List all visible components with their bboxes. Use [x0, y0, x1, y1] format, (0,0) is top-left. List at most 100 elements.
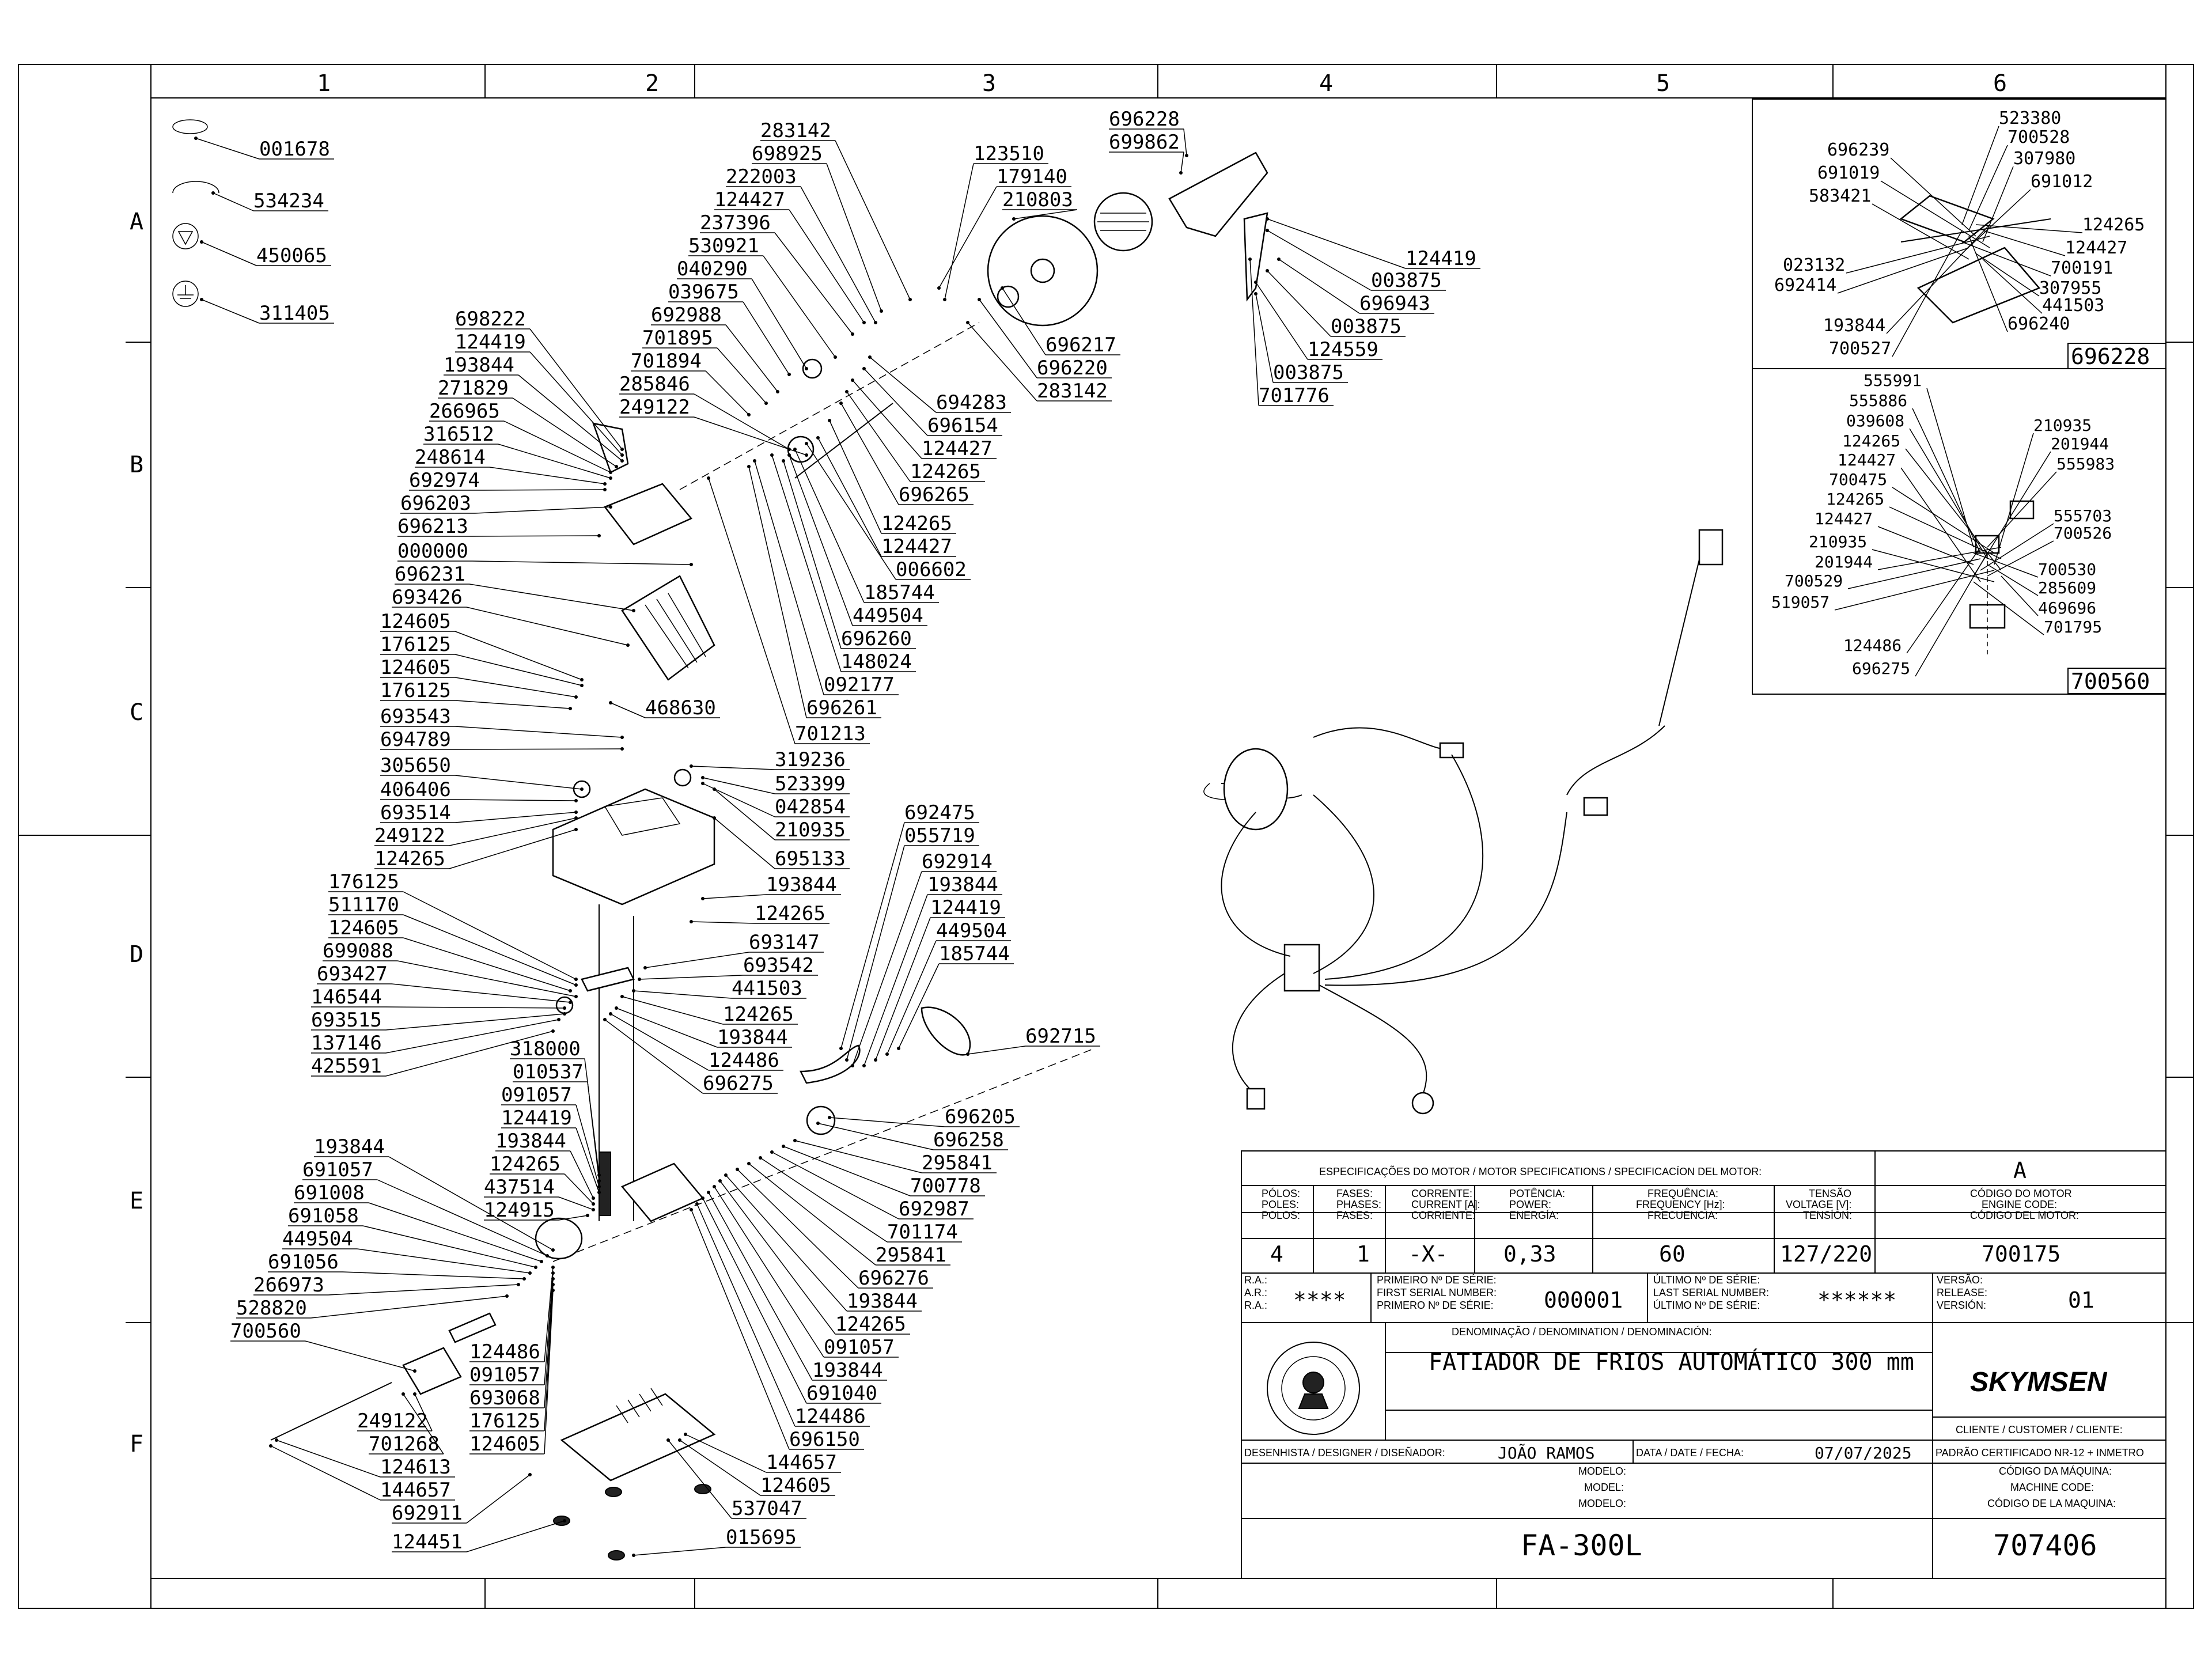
callout-124265f: 124265: [490, 1153, 560, 1176]
callout-222003: 222003: [726, 165, 797, 188]
callout-124559: 124559: [1308, 338, 1378, 361]
callout-237396: 237396: [700, 211, 771, 234]
callout-124265g: 124265: [835, 1313, 906, 1336]
callout-701894: 701894: [631, 350, 702, 373]
engine-code: 700175: [1982, 1241, 2061, 1267]
callout-696205: 696205: [945, 1105, 1016, 1128]
side-guard: [1243, 212, 1268, 302]
detail-callout: 696240: [2008, 314, 2070, 334]
detail-callout: 700528: [2008, 127, 2070, 147]
svg-text:VERSIÓN:: VERSIÓN:: [1937, 1299, 1986, 1311]
detail-callout: 210935: [1809, 532, 1867, 551]
svg-text:R.A.:: R.A.:: [1244, 1274, 1267, 1286]
svg-text:ENGINE CODE:: ENGINE CODE:: [1982, 1199, 2057, 1210]
callout-696150: 696150: [789, 1428, 860, 1451]
detail-700560-title: 700560: [2071, 669, 2150, 694]
callout-124605b: 124605: [380, 656, 451, 679]
svg-text:FIRST SERIAL NUMBER:: FIRST SERIAL NUMBER:: [1377, 1287, 1497, 1298]
callout-176125d: 176125: [469, 1410, 540, 1433]
detail-callout: 692414: [1774, 275, 1836, 296]
svg-text:RELEASE:: RELEASE:: [1937, 1287, 1987, 1298]
callout-124486b: 124486: [795, 1405, 866, 1428]
detail-callout: 124265: [1826, 490, 1884, 509]
callout-124613: 124613: [380, 1456, 451, 1479]
svg-text:TENSÃO: TENSÃO: [1809, 1187, 1851, 1199]
callout-266973: 266973: [253, 1274, 324, 1297]
callout-696231: 696231: [395, 563, 465, 586]
svg-text:ENERGÍA:: ENERGÍA:: [1509, 1210, 1559, 1221]
detail-callout: 307955: [2039, 278, 2101, 298]
callout-537047: 537047: [732, 1497, 802, 1520]
detail-callout: 039608: [1846, 411, 1904, 430]
callout-523399: 523399: [775, 772, 846, 796]
callout-696203: 696203: [400, 492, 471, 515]
svg-text:PRIMEIRO Nº DE SÉRIE:: PRIMEIRO Nº DE SÉRIE:: [1377, 1274, 1497, 1286]
detail-callout: 555886: [1849, 391, 1907, 410]
callout-091057a: 091057: [501, 1084, 572, 1107]
detail-callout: 124265: [2082, 215, 2145, 235]
drive-belt: [799, 1044, 861, 1084]
motor-body: [535, 1217, 583, 1260]
svg-text:ÚLTIMO Nº DE SÉRIE:: ÚLTIMO Nº DE SÉRIE:: [1653, 1299, 1760, 1311]
detail-callout: 307980: [2013, 149, 2075, 169]
voltage-warning-icon: [172, 223, 199, 249]
callout-193844d: 193844: [927, 873, 998, 896]
detail-callout: 441503: [2042, 296, 2104, 316]
callout-696220: 696220: [1037, 357, 1108, 380]
wiring-harness: [1203, 529, 1724, 1115]
callout-318000: 318000: [510, 1037, 581, 1060]
callout-691040: 691040: [806, 1382, 877, 1405]
callout-694283: 694283: [936, 391, 1007, 414]
callout-468630: 468630: [645, 696, 716, 719]
detail-callout: 555991: [1863, 371, 1922, 390]
callout-124605a: 124605: [380, 610, 451, 633]
callout-283142a: 283142: [760, 119, 831, 142]
release-number: 01: [2068, 1287, 2094, 1313]
motor-frequency: 60: [1659, 1241, 1685, 1267]
svg-text:LAST SERIAL NUMBER:: LAST SERIAL NUMBER:: [1653, 1287, 1769, 1298]
callout-696943: 696943: [1359, 292, 1430, 315]
callout-271829: 271829: [438, 377, 509, 400]
callout-316512: 316512: [423, 423, 494, 446]
svg-text:PHASES:: PHASES:: [1336, 1199, 1381, 1210]
detail-callout: 700191: [2051, 258, 2113, 278]
svg-text:CURRENT [A]:: CURRENT [A]:: [1411, 1199, 1480, 1210]
row-label-f: F: [130, 1431, 143, 1457]
callout-449504c: 449504: [282, 1228, 353, 1251]
svg-text:PÓLOS:: PÓLOS:: [1262, 1187, 1300, 1199]
svg-text:DATA / DATE / FECHA:: DATA / DATE / FECHA:: [1636, 1447, 1744, 1459]
callout-696261: 696261: [806, 696, 877, 719]
detail-callout: 285609: [2038, 578, 2096, 597]
brand-sticker-icon: [172, 119, 208, 134]
detail-callout: 124265: [1842, 431, 1900, 450]
col-label-6: 6: [1993, 70, 2007, 97]
svg-text:CÓDIGO DE LA MAQUINA:: CÓDIGO DE LA MAQUINA:: [1987, 1497, 2116, 1509]
callout-248614: 248614: [415, 446, 486, 469]
callout-091057c: 091057: [469, 1363, 540, 1387]
callout-699862: 699862: [1109, 131, 1180, 154]
callout-176125a: 176125: [380, 633, 451, 656]
food-tray: [621, 575, 715, 681]
callout-511170: 511170: [328, 893, 399, 916]
callout-042854: 042854: [775, 796, 846, 819]
callout-124427b: 124427: [922, 437, 993, 460]
callout-698222: 698222: [455, 308, 526, 331]
callout-091057b: 091057: [824, 1336, 895, 1359]
callout-003875a: 003875: [1371, 269, 1442, 292]
svg-text:CÓDIGO DA MÁQUINA:: CÓDIGO DA MÁQUINA:: [1999, 1465, 2112, 1477]
motor-spec-header: ESPECIFICAÇÕES DO MOTOR / MOTOR SPECIFIC…: [1319, 1165, 1762, 1177]
callout-698925: 698925: [752, 142, 823, 165]
detail-callout: 124486: [1843, 636, 1902, 655]
detail-696228-title: 696228: [2071, 344, 2150, 369]
callout-176125b: 176125: [380, 679, 451, 702]
last-serial: ******: [1817, 1287, 1896, 1313]
detail-callout: 469696: [2038, 599, 2096, 618]
callout-283142b: 283142: [1037, 380, 1108, 403]
callout-124265e: 124265: [723, 1003, 794, 1026]
svg-text:CÓDIGO DO MOTOR: CÓDIGO DO MOTOR: [1970, 1187, 2072, 1199]
svg-text:FREQUÊNCIA:: FREQUÊNCIA:: [1647, 1188, 1718, 1199]
drawing-date: 07/07/2025: [1815, 1444, 1912, 1463]
